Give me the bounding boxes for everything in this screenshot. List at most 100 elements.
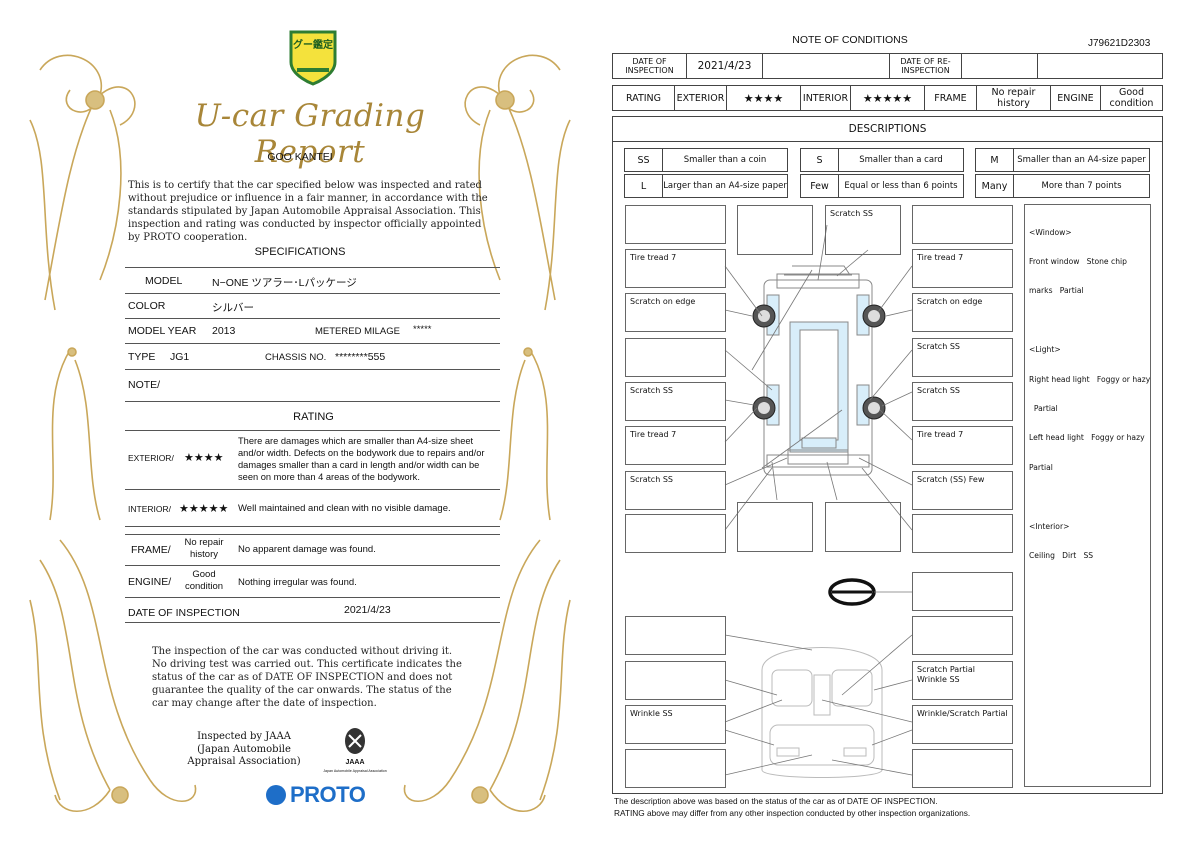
legend-code-ss: SS [624, 148, 663, 172]
side-note-1: Front window Stone chip [1029, 256, 1127, 266]
model-value: N−ONE ツアラー･Lパッケージ [212, 277, 357, 289]
damage-box-r3: Scratch SS [912, 338, 1013, 377]
damage-box-t2: Scratch SS [825, 205, 901, 255]
side-notes: <Window> Front window Stone chip marks P… [1024, 204, 1151, 787]
side-note-6: Partial [1029, 403, 1058, 413]
date-reinspection-label: DATE OF RE-INSPECTION [889, 53, 962, 79]
rating-label: RATING [612, 85, 675, 111]
milage-value: ***** [413, 324, 432, 335]
inspected-by: Inspected by JAAA (Japan Automobile Appr… [185, 731, 303, 769]
legend-code-m: M [975, 148, 1014, 172]
inspected-line-1: Inspected by JAAA [197, 731, 291, 742]
proto-text: PROTO [290, 782, 366, 807]
year-value: 2013 [212, 325, 236, 337]
notes-footer: The description above was based on the s… [614, 796, 970, 819]
side-note-4: <Light> [1029, 345, 1061, 355]
legend-text-l: Larger than an A4-size paper [662, 174, 788, 198]
descriptions-panel [612, 116, 1163, 794]
engine-value: Good condition [184, 569, 224, 592]
jaaa-logo: JAAA Japan Automobile Appraisal Associat… [318, 727, 392, 777]
chassis-label: CHASSIS NO. [265, 352, 327, 363]
frame-desc: No apparent damage was found. [238, 544, 376, 555]
damage-box-il3: Wrinkle SS [625, 705, 726, 744]
damage-box-steering [912, 572, 1013, 611]
damage-box-ir1 [912, 616, 1013, 655]
date-inspection-label: DATE OF INSPECTION [612, 53, 687, 79]
damage-box-ir2: Scratch Partial Wrinkle SS [912, 661, 1013, 700]
notes-engine-label: ENGINE [1050, 85, 1101, 111]
side-note-7: Left head light Foggy or hazy [1029, 433, 1145, 443]
color-label: COLOR [128, 300, 166, 312]
side-note-5: Right head light Foggy or hazy [1029, 374, 1151, 384]
jaaa-text: JAAA [345, 759, 365, 766]
side-note-0: <Window> [1029, 227, 1072, 237]
color-value: シルバー [212, 302, 254, 314]
inspected-line-2: (Japan Automobile [197, 743, 291, 755]
legend-text-many: More than 7 points [1013, 174, 1150, 198]
legend-text-few: Equal or less than 6 points [838, 174, 964, 198]
type-label: TYPE [128, 351, 156, 363]
notes-interior-label: INTERIOR [800, 85, 851, 111]
legend-code-few: Few [800, 174, 839, 198]
notes-exterior-value: ★★★★ [726, 85, 801, 111]
exterior-label: EXTERIOR/ [128, 453, 174, 463]
report-title: U-car Grading Report [194, 98, 426, 170]
damage-box-r1: Tire tread 7 [912, 249, 1013, 288]
damage-box-l1: Tire tread 7 [625, 249, 726, 288]
damage-box-r4: Scratch SS [912, 382, 1013, 421]
side-note-10: <Interior> [1029, 521, 1070, 531]
goo-kantei-badge: グー鑑定 [287, 28, 339, 86]
side-note-8: Partial [1029, 462, 1053, 472]
notes-engine-value: Good condition [1100, 85, 1163, 111]
frame-label: FRAME/ [131, 544, 171, 556]
damage-box-il4 [625, 749, 726, 788]
damage-box-b2 [825, 502, 901, 552]
legend-code-l: L [624, 174, 663, 198]
side-note-9 [1029, 492, 1146, 502]
side-note-3 [1029, 316, 1146, 326]
specs-heading: SPECIFICATIONS [254, 246, 346, 258]
engine-label: ENGINE/ [128, 576, 172, 588]
chassis-value: ********555 [335, 351, 386, 363]
damage-box-r5: Tire tread 7 [912, 426, 1013, 465]
damage-box-ir3: Wrinkle/Scratch Partial [912, 705, 1013, 744]
note-label: NOTE/ [128, 379, 161, 391]
damage-box-r6: Scratch (SS) Few [912, 471, 1013, 510]
damage-box-il2 [625, 661, 726, 700]
damage-box-l2: Scratch on edge [625, 293, 726, 332]
date-value: 2021/4/23 [344, 604, 391, 616]
damage-box-l0 [625, 205, 726, 244]
legend-code-many: Many [975, 174, 1014, 198]
damage-box-ir4 [912, 749, 1013, 788]
damage-box-b1 [737, 502, 813, 552]
damage-box-r2: Scratch on edge [912, 293, 1013, 332]
damage-box-l7 [625, 514, 726, 553]
notes-footer-2: RATING above may differ from any other i… [614, 807, 971, 818]
notes-frame-label: FRAME [924, 85, 977, 111]
interior-stars: ★★★★★ [179, 502, 229, 515]
side-note-11: Ceiling Dirt SS [1029, 550, 1094, 560]
interior-label: INTERIOR/ [128, 504, 171, 514]
notes-interior-value: ★★★★★ [850, 85, 925, 111]
legend-text-s: Smaller than a card [838, 148, 964, 172]
descriptions-heading: DESCRIPTIONS [612, 116, 1163, 142]
damage-box-l5: Tire tread 7 [625, 426, 726, 465]
type-value: JG1 [170, 351, 190, 363]
exterior-stars: ★★★★ [184, 451, 224, 464]
damage-box-il1 [625, 616, 726, 655]
footer-note: The inspection of the car was conducted … [152, 646, 462, 709]
milage-label: METERED MILAGE [315, 326, 400, 337]
inspected-line-3: Appraisal Association) [187, 756, 301, 767]
badge-text: グー鑑定 [293, 40, 333, 51]
jaaa-caption: Japan Automobile Appraisal Association [323, 769, 387, 773]
year-label: MODEL YEAR [128, 325, 197, 337]
frame-value: No repair history [184, 537, 224, 560]
interior-note-a: Scratch Partial [917, 665, 975, 674]
legend-text-ss: Smaller than a coin [662, 148, 788, 172]
damage-box-t1 [737, 205, 813, 255]
damage-box-l3 [625, 338, 726, 377]
interior-desc: Well maintained and clean with no visibl… [238, 503, 451, 514]
rating-heading: RATING [293, 411, 334, 423]
notes-ref: J79621D2303 [1088, 38, 1151, 49]
notes-exterior-label: EXTERIOR [674, 85, 727, 111]
